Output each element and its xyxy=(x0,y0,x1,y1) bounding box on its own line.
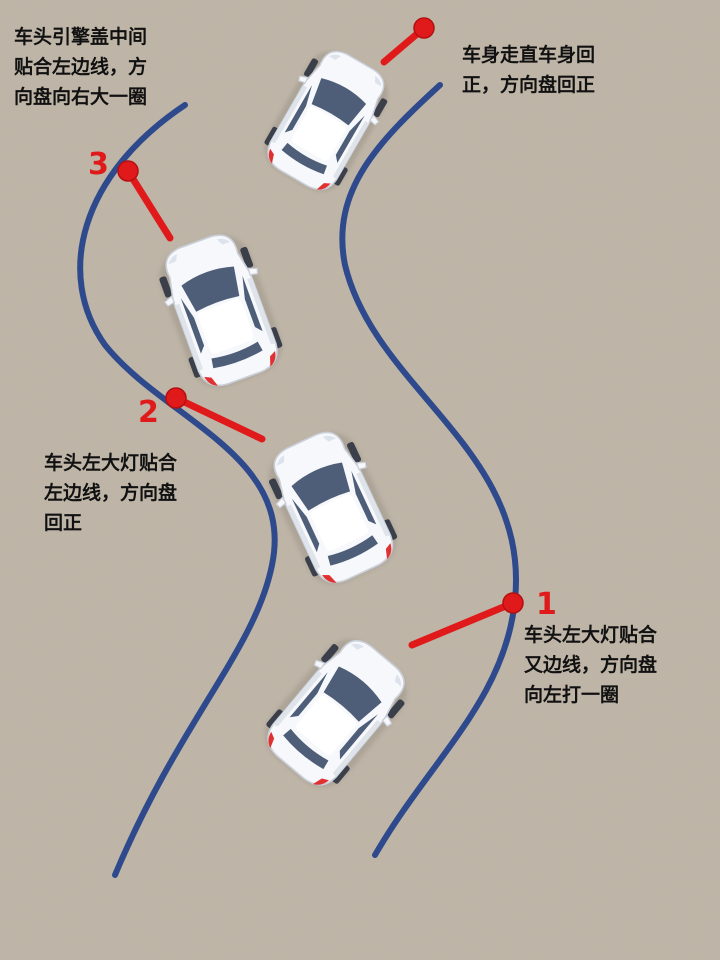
step-1-number: 1 xyxy=(536,587,557,622)
step-1-caption: 车头左大灯贴合 又边线，方向盘 向左打一圈 xyxy=(524,620,657,710)
step-3-marker-line xyxy=(124,167,174,242)
step-3-caption: 车头引擎盖中间 贴合左边线，方 向盘向右大一圈 xyxy=(14,22,147,112)
step-3-caption-line: 向盘向右大一圈 xyxy=(14,86,148,108)
final-caption-line: 正，方向盘回正 xyxy=(462,74,596,96)
final-caption-line: 车身走直车身回 xyxy=(462,44,596,66)
step-3-caption-line: 贴合左边线，方 xyxy=(14,56,148,78)
step-2-caption-line: 左边线，方向盘 xyxy=(44,482,178,504)
step-2-caption: 车头左大灯贴合 左边线，方向盘 回正 xyxy=(44,448,177,538)
step-2-caption-line: 回正 xyxy=(44,512,83,534)
step-1-marker-dot xyxy=(502,592,524,614)
step-3-marker-dot xyxy=(117,160,139,182)
step-1-caption-line: 向左打一圈 xyxy=(524,684,620,706)
step-1-marker-line xyxy=(408,599,517,649)
step-1-caption-line: 车头左大灯贴合 xyxy=(524,624,658,646)
left-road-edge xyxy=(77,102,278,878)
right-road-edge xyxy=(339,82,520,858)
final-caption: 车身走直车身回 正，方向盘回正 xyxy=(462,40,595,100)
step-2-caption-line: 车头左大灯贴合 xyxy=(44,452,178,474)
final-marker-dot xyxy=(413,17,435,39)
step-2-marker-line xyxy=(172,394,266,443)
step-3-caption-line: 车头引擎盖中间 xyxy=(14,26,148,48)
step-2-marker-dot xyxy=(165,387,187,409)
step-1-caption-line: 又边线，方向盘 xyxy=(524,654,658,676)
step-2-number: 2 xyxy=(138,395,159,430)
step-3-number: 3 xyxy=(88,147,109,182)
